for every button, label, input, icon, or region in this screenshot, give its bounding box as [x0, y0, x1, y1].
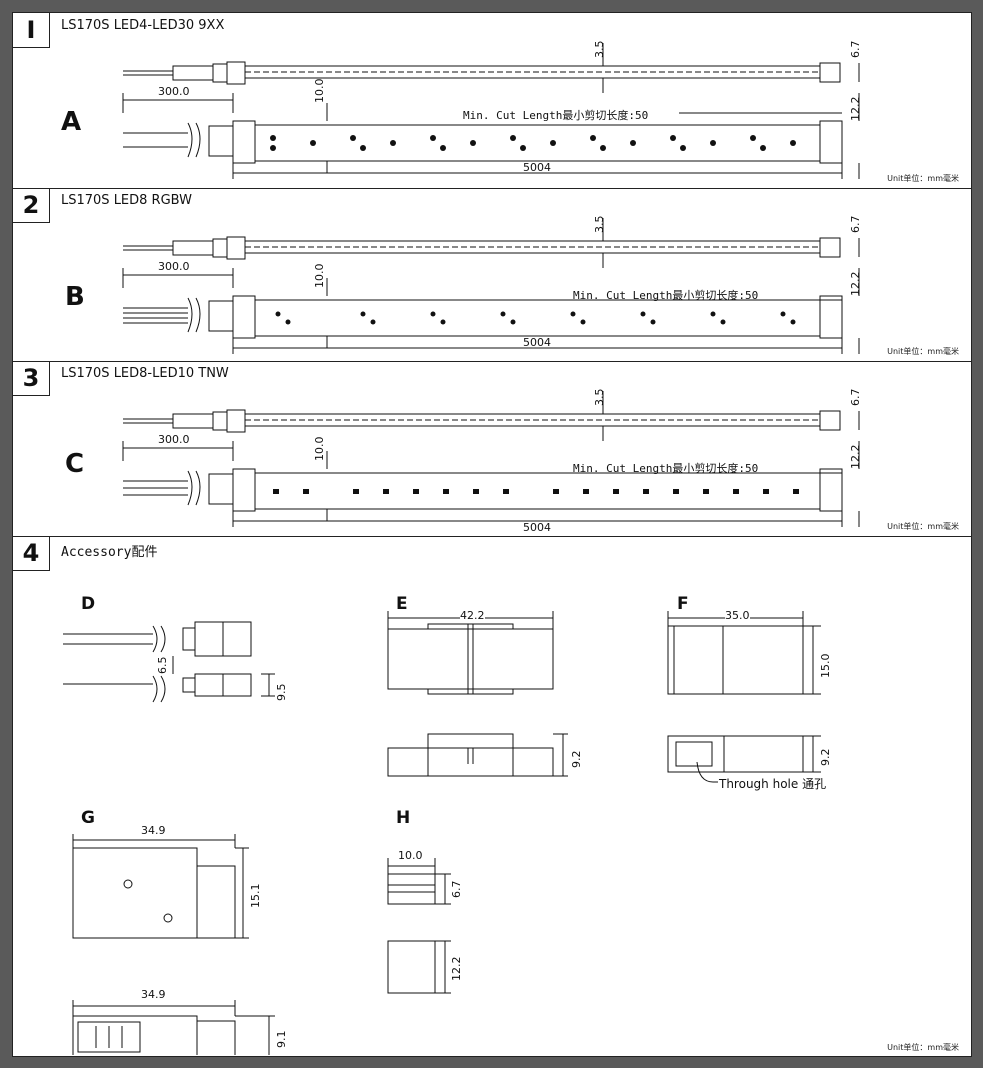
- unit-note: Unit单位：mm毫米: [887, 174, 959, 183]
- accessory-g-dim-4: 9.1: [275, 1030, 288, 1049]
- min-cut-length: Min. Cut Length最小剪切长度:50: [463, 109, 649, 122]
- accessory-g-dim-1: 34.9: [141, 824, 166, 837]
- width-dim: 10.0: [313, 78, 326, 104]
- accessory-e-dim-1: 42.2: [460, 609, 485, 622]
- min-cut-length: Min. Cut Length最小剪切长度:50: [573, 289, 759, 302]
- lead-length-dim: 300.0: [158, 85, 190, 98]
- unit-note: Unit单位：mm毫米: [887, 347, 959, 356]
- accessory-d-dim-2: 9.5: [275, 683, 288, 702]
- lead-length-dim: 300.0: [158, 433, 190, 446]
- section-title: LS170S LED8 RGBW: [61, 193, 192, 208]
- section-2: 2 LS170S LED8 RGBW: [13, 188, 971, 362]
- accessory-f-dim-1: 35.0: [725, 609, 750, 622]
- lead-length-dim: 300.0: [158, 260, 190, 273]
- section-number: I: [13, 13, 50, 48]
- width-dim: 10.0: [313, 436, 326, 462]
- thickness-dim: 6.7: [849, 388, 862, 407]
- strip-drawing: [122, 43, 860, 179]
- thickness-dim: 6.7: [849, 40, 862, 59]
- accessory-f-dim-2: 15.0: [819, 653, 832, 679]
- accessory-drawings: [63, 611, 821, 1055]
- accessory-label-e: E: [396, 594, 408, 614]
- total-length-dim: 5004: [523, 161, 551, 174]
- section-number: 3: [13, 361, 50, 396]
- strip-letter: A: [61, 107, 82, 137]
- accessory-e-dim-2: 9.2: [570, 750, 583, 769]
- total-length-dim: 5004: [523, 336, 551, 349]
- unit-note: Unit单位：mm毫米: [887, 522, 959, 531]
- accessory-label-h: H: [396, 808, 411, 828]
- height-dim: 12.2: [849, 271, 862, 297]
- accessory-h-dim-2: 6.7: [450, 880, 463, 899]
- section-number: 2: [13, 188, 50, 223]
- pcb-dim: 3.5: [593, 388, 606, 407]
- thickness-dim: 6.7: [849, 215, 862, 234]
- section-1: I LS170S LED4-LED30 9XX: [13, 13, 971, 189]
- section-title: LS170S LED8-LED10 TNW: [61, 366, 229, 381]
- strip-drawing: [122, 218, 860, 354]
- section-title: LS170S LED4-LED30 9XX: [61, 18, 225, 33]
- section-title: Accessory配件: [61, 545, 158, 560]
- through-hole-note: Through hole 通孔: [719, 777, 827, 791]
- accessory-label-f: F: [677, 594, 689, 614]
- width-dim: 10.0: [313, 263, 326, 289]
- pcb-dim: 3.5: [593, 40, 606, 59]
- min-cut-length: Min. Cut Length最小剪切长度:50: [573, 462, 759, 475]
- strip-letter: B: [65, 282, 85, 312]
- unit-note: Unit单位：mm毫米: [887, 1043, 959, 1052]
- accessory-g-dim-3: 34.9: [141, 988, 166, 1001]
- accessory-label-d: D: [81, 594, 96, 614]
- strip-letter: C: [65, 449, 85, 479]
- accessory-h-dim-1: 10.0: [398, 849, 423, 862]
- strip-drawing: [122, 391, 860, 527]
- section-number: 4: [13, 536, 50, 571]
- height-dim: 12.2: [849, 444, 862, 470]
- height-dim: 12.2: [849, 96, 862, 122]
- pcb-dim: 3.5: [593, 215, 606, 234]
- accessory-label-g: G: [81, 808, 95, 828]
- section-accessory: 4 Accessory配件: [13, 536, 971, 1055]
- accessory-f-dim-3: 9.2: [819, 748, 832, 767]
- section-3: 3 LS170S LED8-LED10 TNW: [13, 361, 971, 537]
- drawing-sheet: I LS170S LED4-LED30 9XX: [12, 12, 972, 1057]
- accessory-g-dim-2: 15.1: [249, 883, 262, 909]
- accessory-d-dim-1: 6.5: [156, 656, 169, 675]
- accessory-h-dim-3: 12.2: [450, 956, 463, 982]
- total-length-dim: 5004: [523, 521, 551, 534]
